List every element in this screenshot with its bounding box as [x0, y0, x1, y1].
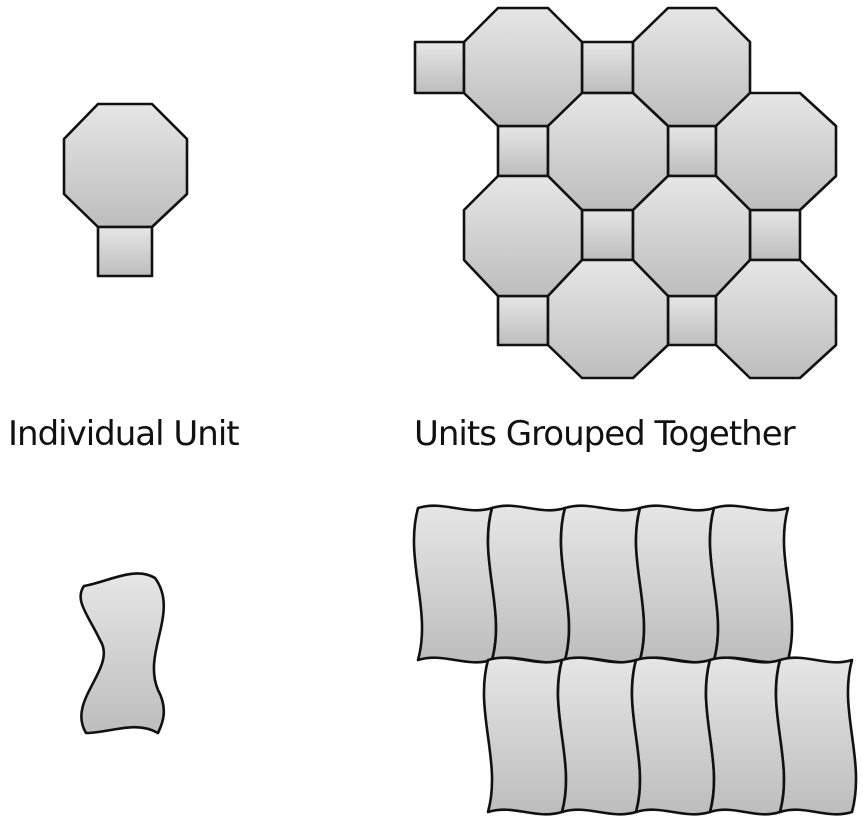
- wavy-paver-tile: [710, 506, 792, 663]
- square-tile: [498, 126, 548, 176]
- individual-unit-label: Individual Unit: [8, 414, 239, 454]
- octagon-tile: [548, 260, 668, 378]
- wavy-paver-tile: [484, 658, 566, 815]
- square-tile: [668, 126, 716, 176]
- wavy-paver-tile: [561, 506, 644, 663]
- octagon-tile: [64, 104, 187, 227]
- wavy-paver-tile: [81, 573, 164, 733]
- units-grouped-label: Units Grouped Together: [414, 414, 795, 454]
- grouped-wavy-paver-tiling: [414, 506, 856, 815]
- square-tile: [668, 296, 716, 345]
- individual-octagon-square-unit: [64, 104, 187, 276]
- square-tile: [98, 227, 152, 276]
- wavy-paver-tile: [488, 506, 569, 663]
- square-tile: [750, 210, 800, 260]
- square-tile: [582, 210, 633, 260]
- wavy-paver-tile: [558, 658, 640, 815]
- octagon-tile: [716, 260, 836, 378]
- wavy-paver-tile: [706, 658, 784, 815]
- wavy-paver-tile: [414, 506, 496, 663]
- wavy-paver-tile: [632, 658, 714, 815]
- wavy-paver-tile: [636, 506, 718, 663]
- octagon-tile: [464, 8, 582, 126]
- square-tile: [415, 42, 464, 93]
- square-tile: [582, 42, 633, 93]
- grouped-octagon-square-tiling: [415, 8, 836, 378]
- wavy-paver-tile: [776, 658, 856, 815]
- individual-wavy-paver-unit: [81, 573, 164, 733]
- square-tile: [498, 296, 548, 345]
